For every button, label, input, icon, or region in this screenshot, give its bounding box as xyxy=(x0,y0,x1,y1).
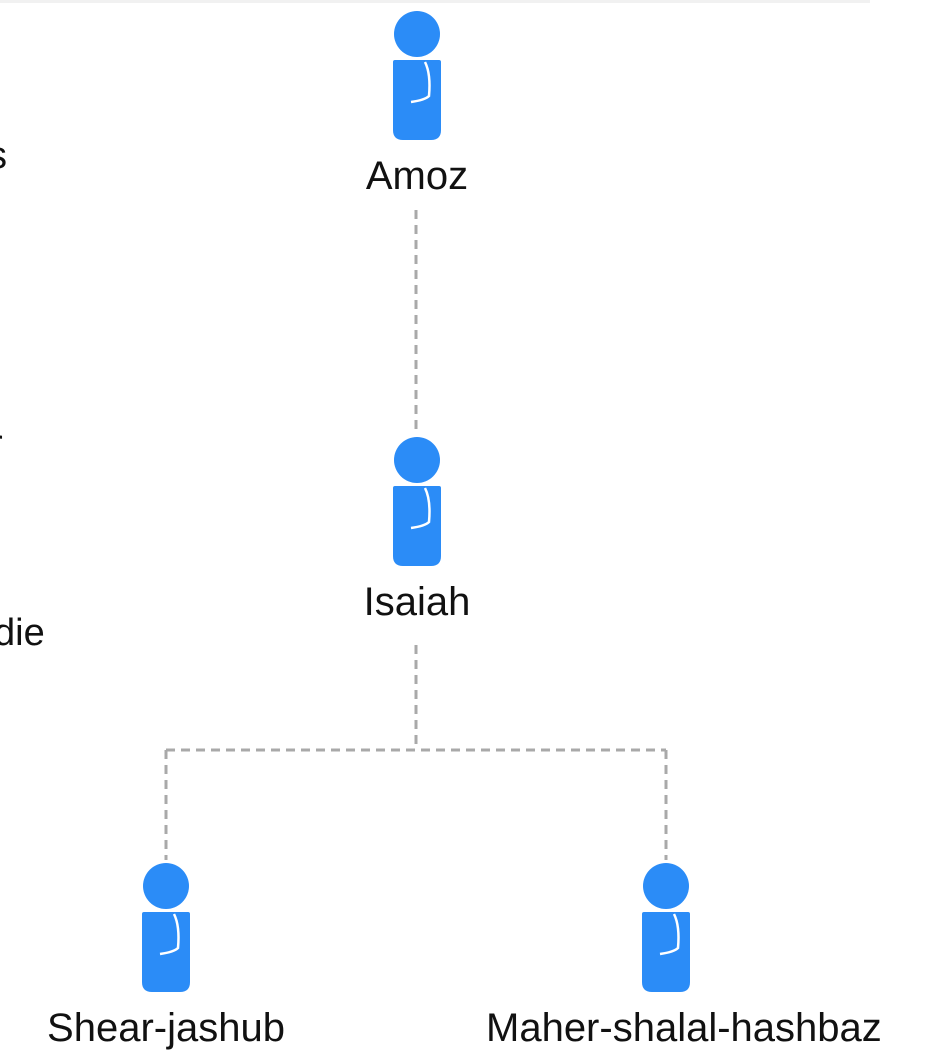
person-icon xyxy=(393,11,441,140)
person-node-isaiah[interactable]: Isaiah xyxy=(237,436,597,622)
person-name: Maher-shalal-hashbaz xyxy=(486,1006,882,1050)
person-icon xyxy=(142,863,190,992)
clipped-text-fragment: s xyxy=(0,137,7,175)
person-icon xyxy=(642,863,690,992)
person-node-amoz[interactable]: Amoz xyxy=(237,10,597,196)
clipped-text-fragment: die xyxy=(0,612,45,654)
clipped-text-fragment: r xyxy=(0,425,3,463)
person-node-maher-shalal-hashbaz[interactable]: Maher-shalal-hashbaz xyxy=(486,862,882,1050)
person-name: Shear-jashub xyxy=(47,1006,285,1050)
person-icon xyxy=(393,437,441,566)
person-name: Isaiah xyxy=(363,580,471,624)
person-name: Amoz xyxy=(365,154,469,198)
top-edge-strip xyxy=(0,0,870,3)
person-node-shear-jashub[interactable]: Shear-jashub xyxy=(0,862,346,1048)
